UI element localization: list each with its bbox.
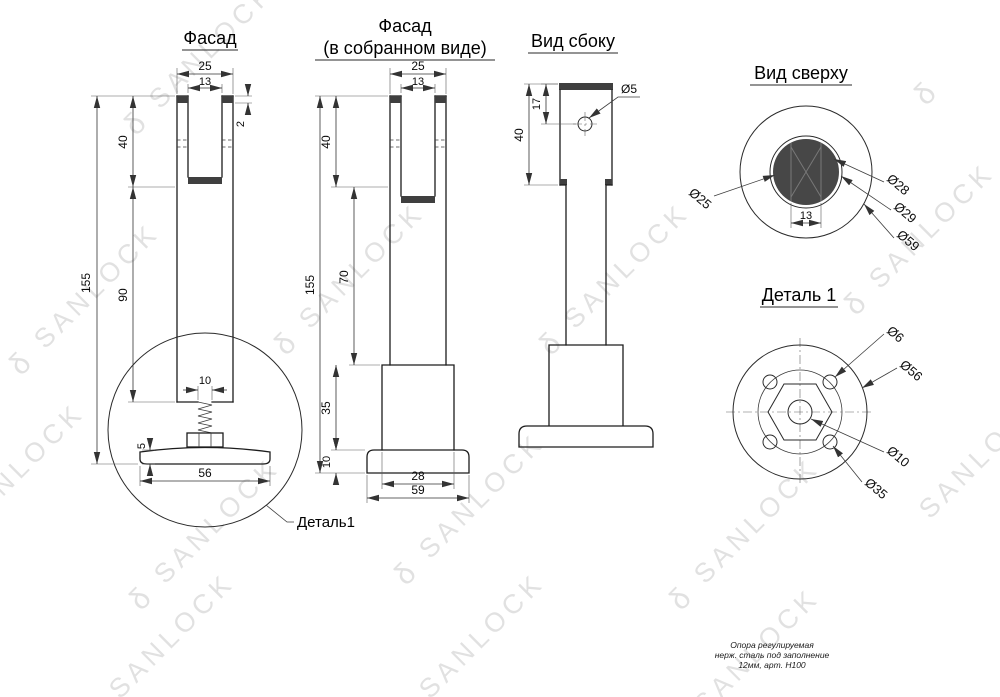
watermark-text: SANLOCK [0,397,90,534]
watermark-text: SANLOCK [558,197,695,334]
facade-dimensions: 25 13 2 155 40 90 10 [79,59,355,531]
watermark: SANLOCK [0,397,90,534]
base-plate [366,449,470,474]
watermark-logo-icon: δ [908,77,943,112]
watermark-logo-icon: δ [123,582,158,617]
dim-dia10: Ø10 [884,443,912,470]
watermark: δ SANLOCK [533,197,696,362]
dim-70: 70 [337,270,351,284]
watermark-logo-icon: δ [3,347,38,382]
dim-40: 40 [116,135,130,149]
base-plate [518,425,654,448]
dim-17: 17 [531,98,543,110]
dim-90: 90 [116,288,130,302]
dim-dia35: Ø35 [862,475,890,502]
watermark-logo-icon: δ [663,582,698,617]
side-geometry [518,83,654,448]
assembled-geometry [366,95,470,474]
tube-circle-29 [769,135,843,209]
note-line1: Опора регулируемая [730,640,814,650]
dim-25: 25 [198,59,212,73]
watermark-logo-icon: δ [268,327,303,362]
watermark-text: SANLOCK [688,452,825,589]
hole-6 [822,434,838,450]
outer-circle-59 [739,105,873,239]
dim-dia25: Ø25 [686,185,714,212]
view-detail1: Деталь 1 Ø6 Ø56 Ø10 Ø35 [726,285,926,502]
view-top-title: Вид сверху [754,63,848,83]
view-side: Вид сбоку Ø5 17 40 [512,31,654,448]
watermark: SANLOCK [913,387,1000,524]
plate-circle-56 [732,344,868,480]
detail1-dimensions: Ø6 Ø56 Ø10 Ø35 [810,323,926,502]
dim-28: 28 [411,469,425,483]
watermark-logo-icon: δ [388,557,423,592]
detail1-geometry [726,338,874,486]
hex-nut [186,432,224,448]
title-block-note: Опора регулируемая нерж. сталь под запол… [715,640,830,670]
view-assembled-title-line1: Фасад [378,16,432,36]
dim-10: 10 [199,375,211,387]
top-geometry [739,105,873,239]
dim-35: 35 [319,401,333,415]
view-assembled-title-line2: (в собранном виде) [323,38,487,58]
watermark-text: SANLOCK [293,197,430,334]
detail-reference-label: Деталь1 [297,514,355,531]
watermark-text: SANLOCK [913,387,1000,524]
detail-balloon-circle [107,332,303,528]
hex-nut-outline [767,383,833,441]
dim-dia6: Ø6 [884,323,907,346]
view-top: Вид сверху 13 Ø25 Ø28 Ø29 Ø59 [686,63,922,254]
dim-13: 13 [412,76,424,88]
watermark: δ [908,77,943,112]
watermark: δ SANLOCK [78,567,241,697]
side-dimensions: Ø5 17 40 [512,82,640,186]
dim-155: 155 [303,275,317,295]
hole-6 [822,374,838,390]
view-facade: Фасад 25 13 [79,28,355,531]
watermark-logo-icon: δ [533,327,568,362]
watermark: δ SANLOCK [3,217,166,382]
watermark-logo-icon: δ [838,287,873,322]
dim-40: 40 [512,128,526,142]
dim-dia56: Ø56 [897,357,925,384]
bolt-circle-35 [757,369,843,455]
dim-2: 2 [235,121,247,127]
dim-25: 25 [411,59,425,73]
note-line3: 12мм, арт. Н100 [738,660,806,670]
view-detail1-title: Деталь 1 [762,285,837,305]
screw-thread [197,401,213,434]
dim-dia5: Ø5 [621,82,637,96]
dim-5: 5 [136,443,148,449]
dim-dia28: Ø28 [884,171,912,198]
dim-155: 155 [79,273,93,293]
hole-6 [762,434,778,450]
note-line2: нерж. сталь под заполнение [715,650,830,660]
dim-40: 40 [319,135,333,149]
hole-6 [762,374,778,390]
watermark-text: SANLOCK [143,0,280,114]
view-facade-title: Фасад [183,28,237,48]
dim-10: 10 [321,456,333,468]
watermark-text: SANLOCK [413,567,550,697]
dim-59: 59 [411,483,425,497]
center-hole-10 [787,399,813,425]
dim-13: 13 [800,210,812,222]
dim-13: 13 [199,76,211,88]
dim-56: 56 [198,466,212,480]
foot-plate [139,446,271,465]
facade-geometry [107,95,303,528]
view-facade-assembled: Фасад (в собранном виде) 25 13 [303,16,495,503]
view-side-title: Вид сбоку [531,31,615,51]
assembled-dimensions: 25 13 155 40 70 35 10 [303,59,470,503]
